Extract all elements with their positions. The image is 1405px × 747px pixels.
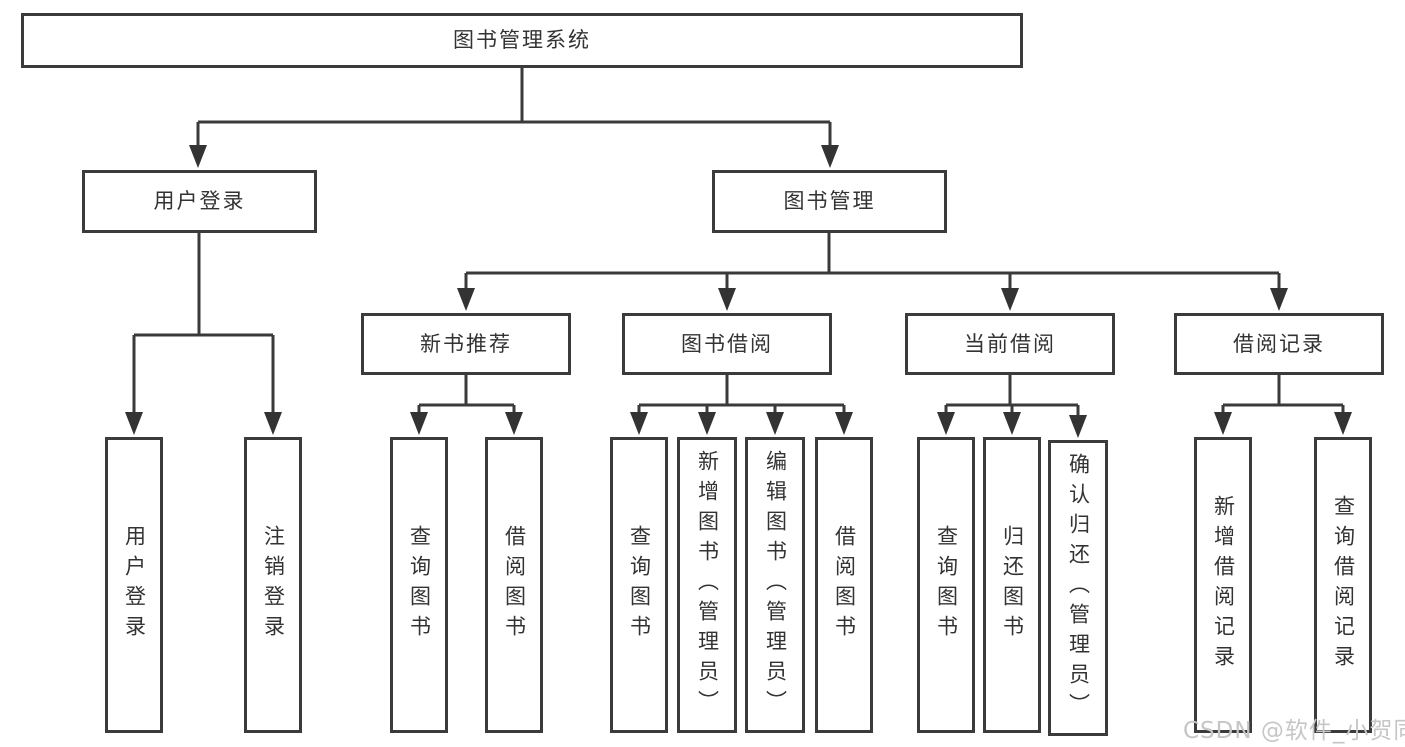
node-borrow-records: 借阅记录 xyxy=(1174,313,1384,375)
leaf-borrow-books-recommend: 借阅图书 xyxy=(485,437,543,733)
tree-edges xyxy=(132,68,1345,416)
node-label: 用户登录 xyxy=(153,189,246,213)
leaf-query-books-borrow: 查询图书 xyxy=(610,437,668,733)
node-label: 编辑图书（管理员） xyxy=(763,450,788,720)
node-label: 新增图书（管理员） xyxy=(695,450,720,720)
node-user-login: 用户登录 xyxy=(82,170,317,233)
node-label: 归还图书 xyxy=(1000,525,1025,645)
node-label: 借阅图书 xyxy=(832,525,857,645)
arrowheads xyxy=(125,145,1352,438)
node-label: 新增借阅记录 xyxy=(1211,495,1236,675)
leaf-confirm-return-admin: 确认归还（管理员） xyxy=(1048,440,1108,736)
node-root: 图书管理系统 xyxy=(21,13,1023,68)
node-label: 查询图书 xyxy=(934,525,959,645)
node-label: 查询图书 xyxy=(407,525,432,645)
node-label: 图书管理系统 xyxy=(453,28,591,52)
leaf-user-login: 用户登录 xyxy=(105,437,163,733)
node-label: 图书借阅 xyxy=(681,331,773,356)
leaf-add-borrow-record: 新增借阅记录 xyxy=(1194,437,1252,733)
node-book-borrow: 图书借阅 xyxy=(622,313,832,375)
leaf-query-borrow-record: 查询借阅记录 xyxy=(1314,437,1372,733)
node-label: 查询图书 xyxy=(627,525,652,645)
leaf-query-books-current: 查询图书 xyxy=(917,437,975,733)
node-label: 新书推荐 xyxy=(420,331,512,356)
node-label: 查询借阅记录 xyxy=(1331,495,1356,675)
leaf-add-book-admin: 新增图书（管理员） xyxy=(677,437,737,733)
node-current-borrow: 当前借阅 xyxy=(905,313,1115,375)
watermark: CSDN @软件_小贺同学 xyxy=(1183,718,1405,744)
node-book-management: 图书管理 xyxy=(712,170,947,233)
leaf-query-books-recommend: 查询图书 xyxy=(390,437,448,733)
node-label: 借阅图书 xyxy=(502,525,527,645)
leaf-logout: 注销登录 xyxy=(244,437,302,733)
node-label: 当前借阅 xyxy=(964,331,1056,356)
node-label: 图书管理 xyxy=(783,189,876,213)
leaf-borrow-books: 借阅图书 xyxy=(815,437,873,733)
node-label: 用户登录 xyxy=(122,525,147,645)
leaf-edit-book-admin: 编辑图书（管理员） xyxy=(745,437,805,733)
node-label: 借阅记录 xyxy=(1233,331,1325,356)
leaf-return-books: 归还图书 xyxy=(983,437,1041,733)
node-new-book-recommend: 新书推荐 xyxy=(361,313,571,375)
node-label: 注销登录 xyxy=(261,525,286,645)
node-label: 确认归还（管理员） xyxy=(1066,453,1091,723)
